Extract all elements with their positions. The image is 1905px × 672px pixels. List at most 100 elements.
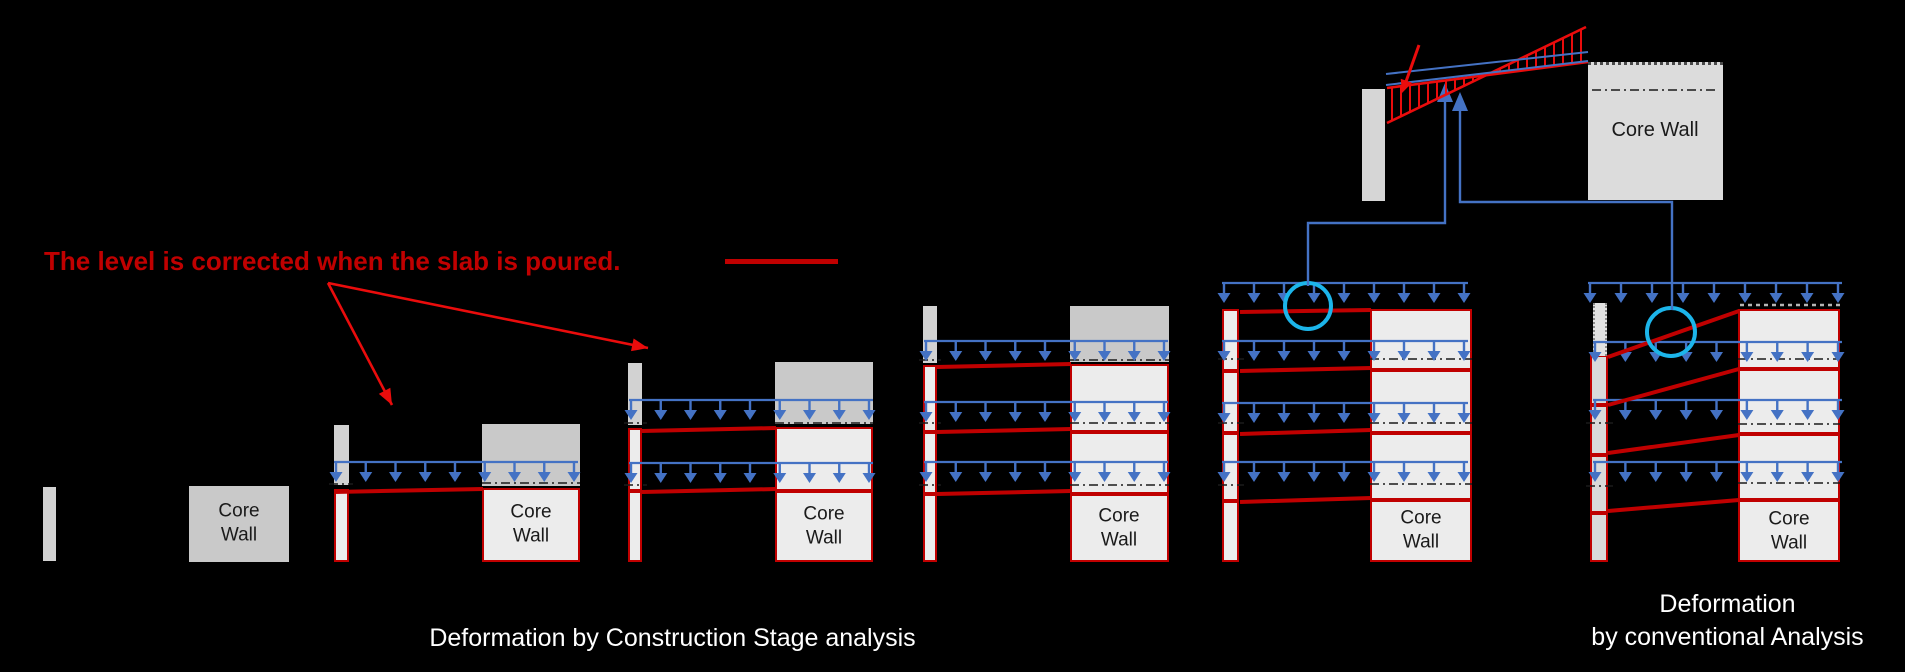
slab-band xyxy=(1222,369,1239,373)
load-arrow-icon xyxy=(1645,293,1659,303)
load-arrow-icon xyxy=(1740,410,1754,420)
core-wall-label: Core Wall xyxy=(1400,507,1442,553)
load-arrow-icon xyxy=(1769,293,1783,303)
core-wall-new-story xyxy=(482,424,580,486)
core-wall-top-box xyxy=(1588,62,1723,200)
load-arrow-icon xyxy=(1337,293,1351,303)
slab-band xyxy=(1590,403,1608,407)
target-level-line xyxy=(1385,60,1589,86)
load-arrow-icon xyxy=(919,472,933,482)
load-arrow-icon xyxy=(1008,412,1022,422)
highlight-circle-conventional xyxy=(1645,306,1697,358)
slab-band xyxy=(1070,430,1169,434)
load-arrow-icon xyxy=(1707,293,1721,303)
caption-conventional-line1: Deformation xyxy=(1659,590,1796,618)
load-arrow-icon xyxy=(537,472,551,482)
load-arrow-icon xyxy=(1710,352,1723,362)
deformed-slab-line xyxy=(1239,496,1372,504)
deformed-slab-line xyxy=(1239,428,1372,436)
load-arrow-icon xyxy=(1427,293,1441,303)
slab-band xyxy=(1370,498,1472,502)
load-arrow-icon xyxy=(1457,293,1471,303)
deformed-slab-line xyxy=(1607,309,1740,359)
load-arrow-icon xyxy=(1618,410,1632,420)
load-arrow-icon xyxy=(1770,410,1784,420)
callout-arrowhead-icon xyxy=(1452,92,1468,111)
load-arrow-icon xyxy=(1277,413,1291,423)
load-arrow-icon xyxy=(1831,472,1845,482)
slab-band xyxy=(1070,492,1169,496)
load-arrow-icon xyxy=(803,473,816,483)
load-arrow-icon xyxy=(979,472,992,482)
pointer-arrowhead-icon xyxy=(1400,78,1412,93)
load-arrow-icon xyxy=(1710,410,1723,420)
load-arrow-icon xyxy=(1127,472,1141,482)
load-arrow-icon xyxy=(1337,472,1351,482)
load-arrow-icon xyxy=(1008,351,1022,361)
load-arrow-icon xyxy=(1098,351,1111,361)
load-arrow-icon xyxy=(743,473,757,483)
deformed-slab-line xyxy=(641,487,777,494)
annotation-arrow xyxy=(327,281,649,350)
slab-band xyxy=(923,430,937,434)
load-arrow-icon xyxy=(1831,293,1845,303)
load-arrow-icon xyxy=(949,412,963,422)
deformed-slab-line xyxy=(936,489,1072,496)
load-arrow-icon xyxy=(1157,351,1171,361)
load-arrow-icon xyxy=(919,351,933,361)
load-arrow-icon xyxy=(567,472,581,482)
slab-band xyxy=(923,492,937,496)
deformed-slab-line xyxy=(1239,308,1372,314)
load-arrow-icon xyxy=(1583,293,1597,303)
load-arrow-icon xyxy=(1831,410,1845,420)
deformed-slab-line xyxy=(936,427,1072,434)
core-wall-box xyxy=(482,488,580,562)
core-wall-box xyxy=(1370,309,1472,562)
load-arrow-icon xyxy=(1098,412,1111,422)
load-arrow-icon xyxy=(1676,293,1690,303)
load-arrow-icon xyxy=(1614,293,1628,303)
load-arrow-icon xyxy=(654,410,668,420)
load-arrow-icon xyxy=(1457,472,1471,482)
load-arrow-icon xyxy=(773,410,787,420)
load-arrow-icon xyxy=(1397,293,1411,303)
load-arrow-icon xyxy=(1397,413,1411,423)
load-arrow-icon xyxy=(1618,472,1632,482)
load-arrow-icon xyxy=(1307,293,1321,303)
load-arrow-icon xyxy=(1800,293,1814,303)
load-arrow-icon xyxy=(919,412,933,422)
load-arrow-icon xyxy=(1127,351,1141,361)
load-arrow-icon xyxy=(1068,412,1082,422)
load-arrow-icon xyxy=(1710,472,1723,482)
core-wall-label: Core Wall xyxy=(1098,505,1140,551)
caption-construction-stage: Deformation by Construction Stage analys… xyxy=(429,624,916,652)
slab-band xyxy=(1222,431,1239,435)
load-arrow-icon xyxy=(713,410,727,420)
slab-band xyxy=(1590,511,1608,515)
load-arrow-icon xyxy=(979,351,992,361)
load-arrow-icon xyxy=(1801,472,1815,482)
column xyxy=(628,428,642,562)
load-arrow-icon xyxy=(1679,410,1693,420)
callout-line xyxy=(1458,110,1674,310)
load-arrow-icon xyxy=(949,472,963,482)
load-arrow-icon xyxy=(1397,351,1411,361)
corrected-level-line xyxy=(1386,60,1589,90)
load-arrow-icon xyxy=(1618,352,1632,362)
core-wall-label: Core Wall xyxy=(510,501,552,547)
slab-band xyxy=(775,489,873,493)
load-arrow-icon xyxy=(654,473,668,483)
load-arrow-icon xyxy=(1307,472,1321,482)
slab-band xyxy=(1222,499,1239,503)
load-arrow-icon xyxy=(624,410,638,420)
load-arrow-icon xyxy=(1247,472,1261,482)
load-arrow-icon xyxy=(1068,472,1082,482)
column-new xyxy=(334,425,349,485)
load-arrow-icon xyxy=(1038,412,1052,422)
load-arrow-icon xyxy=(1337,413,1351,423)
load-arrow-icon xyxy=(389,472,402,482)
slab-band xyxy=(1738,498,1840,502)
load-arrow-icon xyxy=(1038,351,1052,361)
slab-band xyxy=(1590,453,1608,457)
